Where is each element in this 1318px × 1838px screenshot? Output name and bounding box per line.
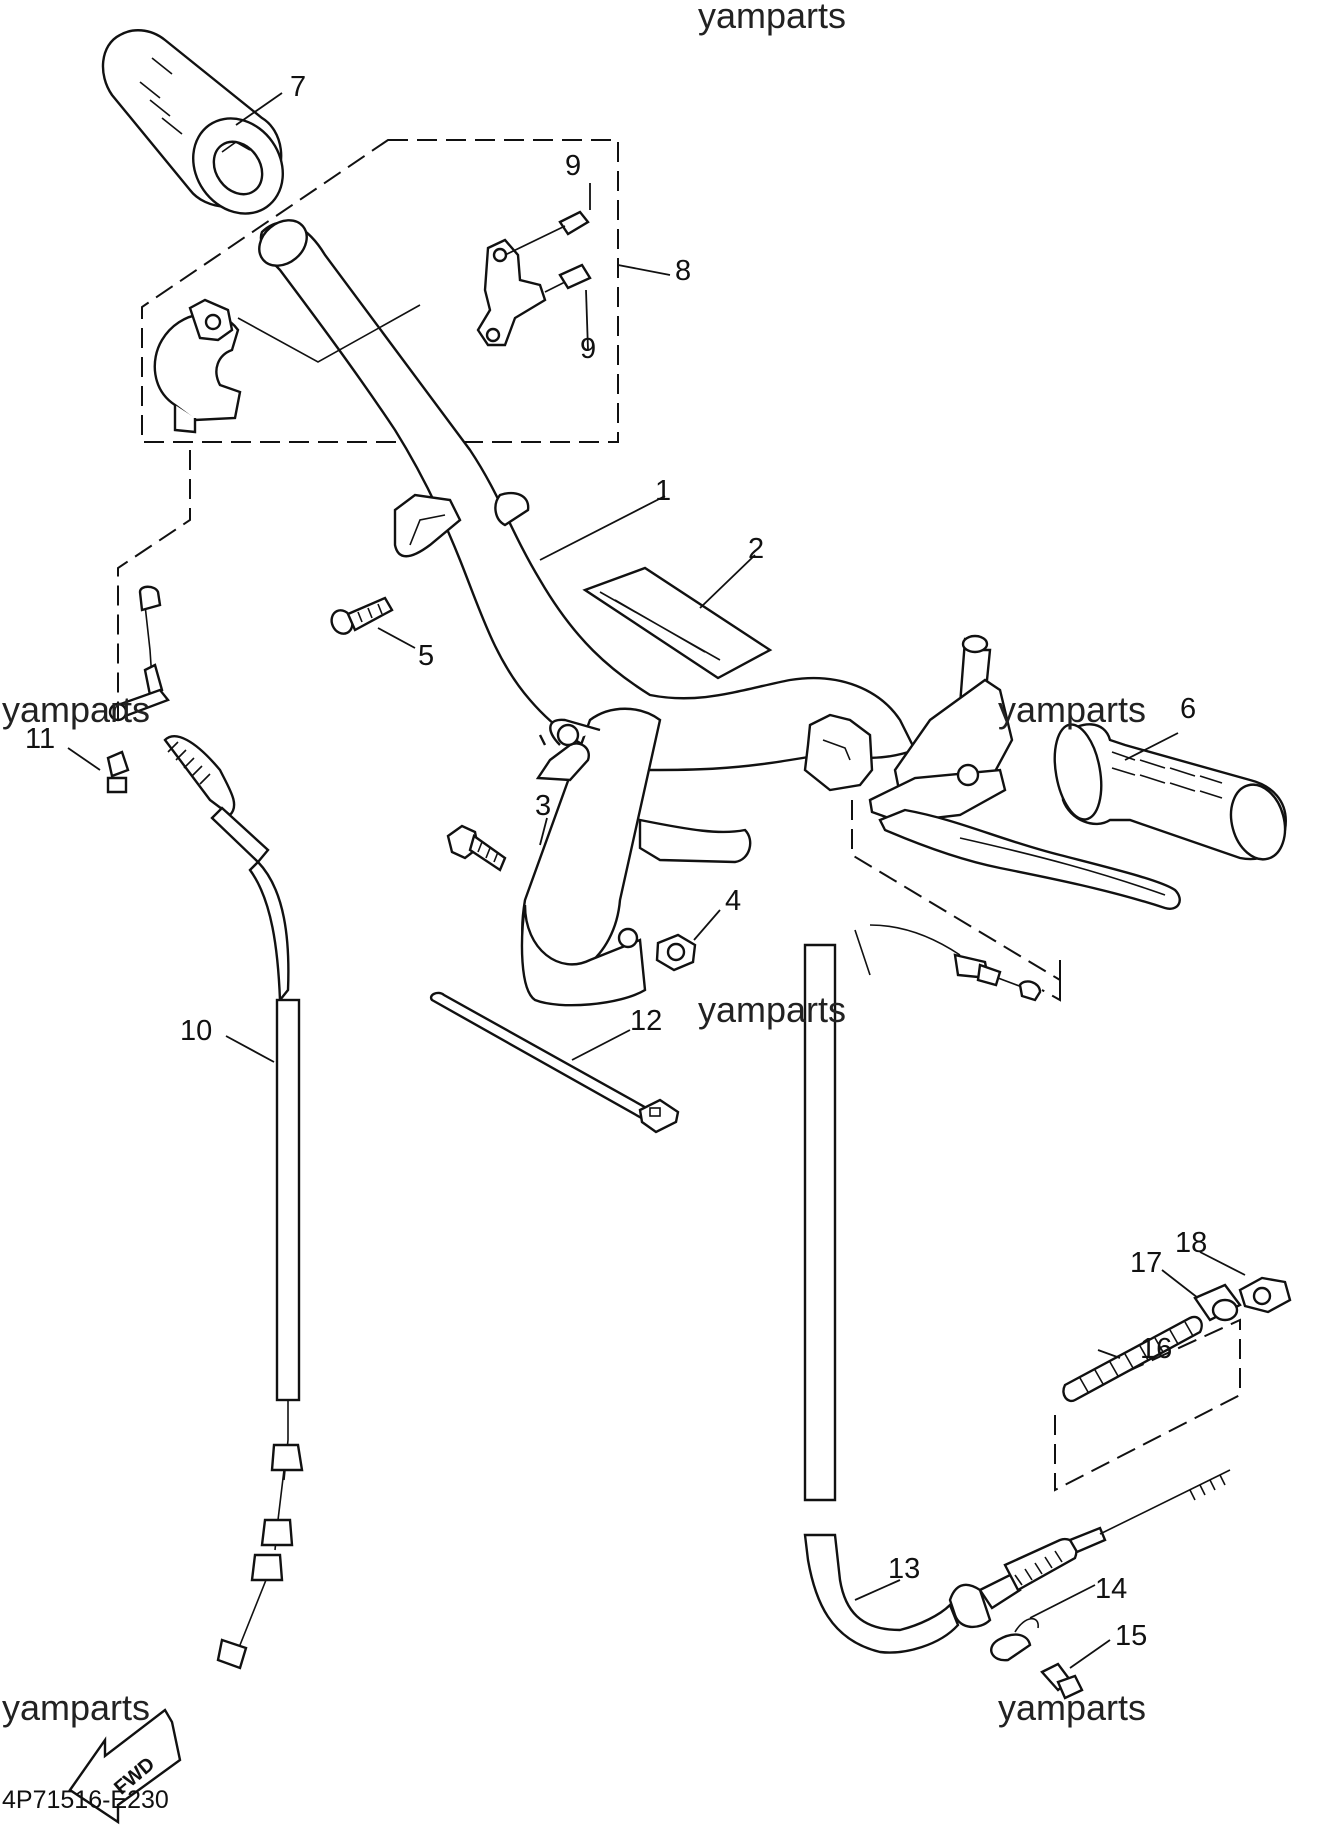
watermark-top: yamparts [698,0,846,36]
part-switch-housing [153,298,421,434]
cable-dashed-guide [117,450,191,720]
part-brake-cable [803,924,1231,1654]
callout-1: 1 [655,475,671,507]
part-throttle-grip [101,29,284,215]
part-right-grip [1053,723,1287,861]
part-spring-16 [1062,1315,1203,1403]
part-throttle-cable [108,585,304,1670]
part-handlebar-stem [520,707,752,1007]
part-collar-17 [1193,1283,1242,1322]
callout-9-lower: 9 [580,333,596,365]
watermark-left: yamparts [2,689,150,730]
part-bolt-15 [1040,1662,1084,1700]
callout-9-upper: 9 [565,150,581,182]
watermark-center: yamparts [698,989,846,1030]
lever-dashed-guide [851,800,1061,1002]
part-upper-holder [393,491,530,558]
leader-lines [67,92,1246,1669]
watermark-bottom-right: yamparts [998,1687,1146,1728]
callout-13: 13 [888,1553,920,1585]
part-handlebar [258,219,917,772]
part-screw-11 [106,750,130,794]
callout-8: 8 [675,255,691,287]
spring-dashed-guide [1054,1318,1241,1492]
callout-5: 5 [418,640,434,672]
callout-11: 11 [25,723,55,755]
part-clamp-bracket [476,238,547,347]
assembly-box-8 [141,139,619,443]
callout-18: 18 [1175,1227,1207,1259]
part-pad [582,566,773,680]
part-screw-5 [330,596,394,635]
callout-7: 7 [290,71,306,103]
part-cable-tie [429,991,680,1134]
part-screw-9-upper [504,210,590,256]
part-screw-9-lower [544,263,592,293]
callout-17: 17 [1130,1247,1162,1279]
callout-12: 12 [630,1005,662,1037]
callout-16: 16 [1140,1333,1172,1365]
watermark-right: yamparts [998,689,1146,730]
callout-15: 15 [1115,1620,1147,1652]
part-lever-assembly [803,634,1181,910]
callout-3: 3 [535,790,551,822]
callout-2: 2 [748,533,764,565]
part-clip-14 [990,1617,1039,1662]
drawing-code: 4P71516-E230 [2,1786,169,1814]
part-adjuster-18 [1238,1276,1292,1314]
part-bolt-3 [446,824,507,872]
callout-6: 6 [1180,693,1196,725]
callout-14: 14 [1095,1573,1127,1605]
callout-10: 10 [180,1015,212,1047]
callout-4: 4 [725,885,741,917]
part-nut-4 [617,927,697,972]
fwd-arrow-icon: FWD [68,1708,182,1825]
watermark-bottom-left: yamparts [2,1687,150,1728]
